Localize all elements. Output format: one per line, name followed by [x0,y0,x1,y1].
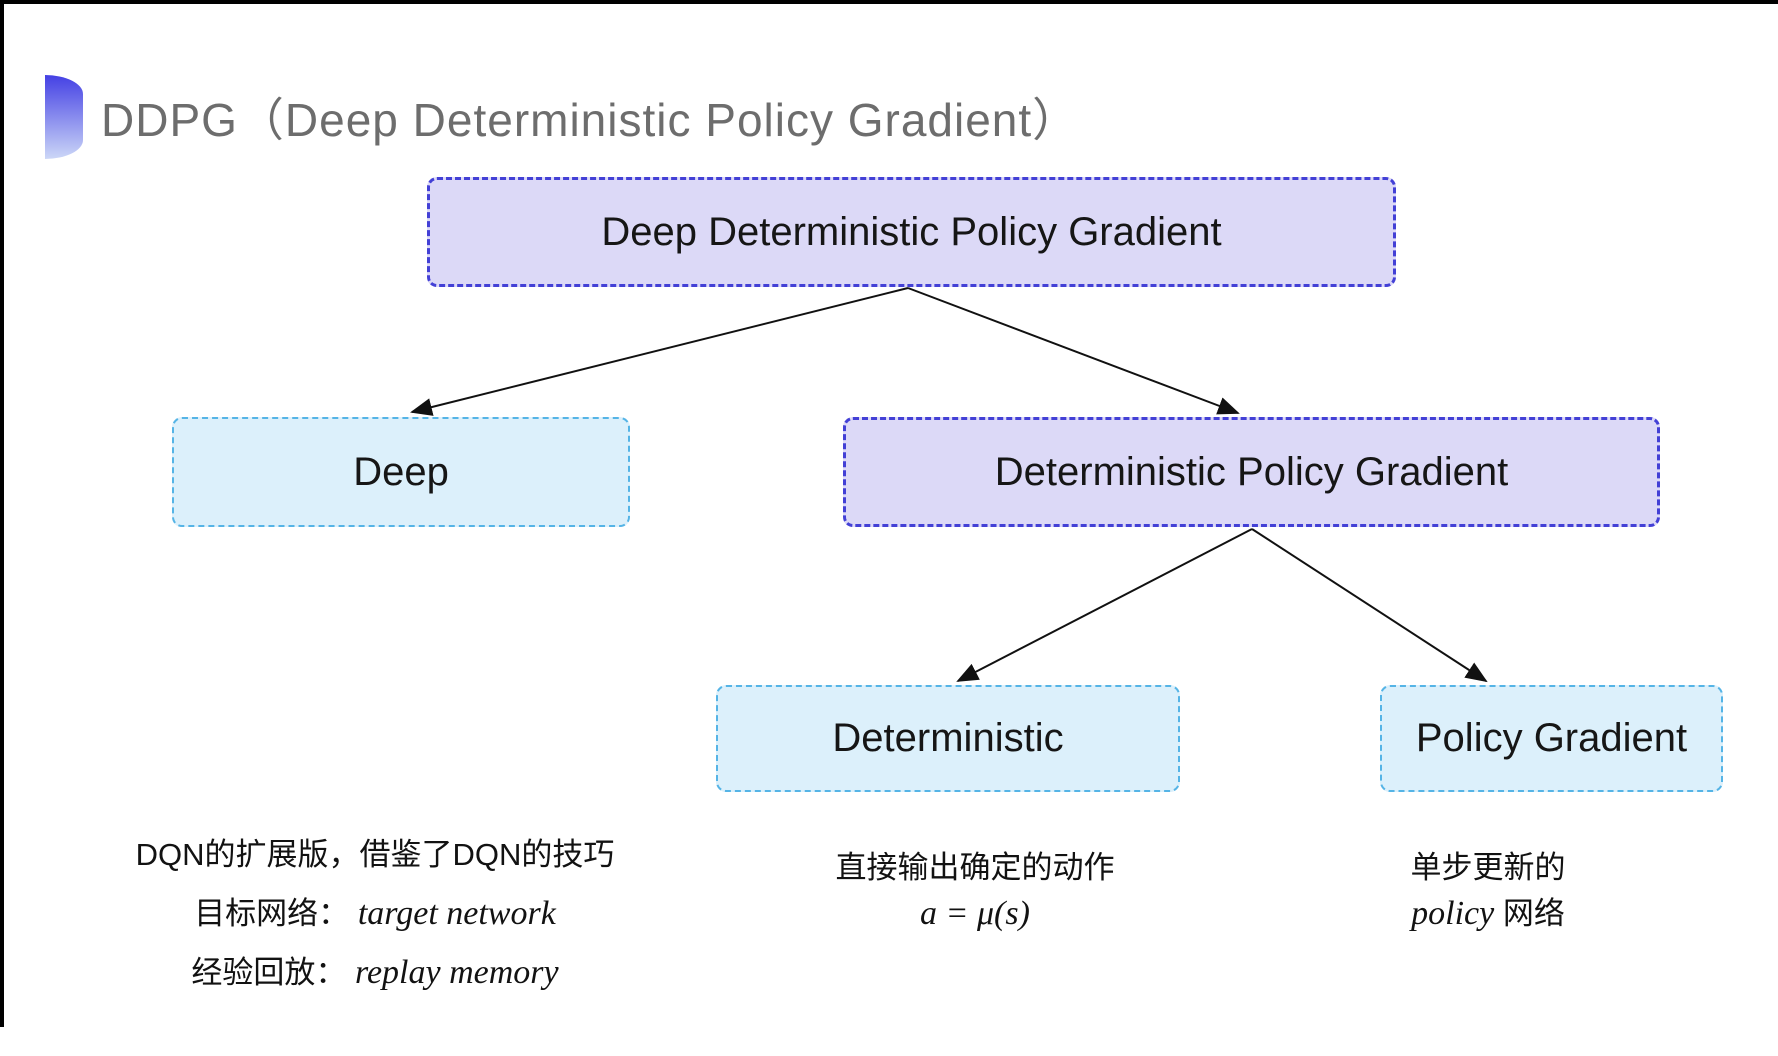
page-title: DDPG（Deep Deterministic Policy Gradient） [101,94,1080,146]
policy-gradient-note: 单步更新的 policy 网络 [1411,845,1566,937]
policy-gradient-note-text-plain: 网络 [1494,896,1565,931]
node-ddpg: Deep Deterministic Policy Gradient [427,177,1396,287]
frame-top-edge [0,0,1778,4]
deep-note-line-2: 目标网络： target network [136,884,615,943]
node-policy-gradient: Policy Gradient [1380,685,1723,792]
arrow-dpg-to-deterministic [956,528,1253,682]
deep-note-text-plain: 目标网络： [194,896,358,931]
node-label-dpg: Deterministic Policy Gradient [994,449,1509,494]
node-deterministic: Deterministic [716,685,1180,792]
deterministic-note-text-math: a = μ(s) [920,895,1030,932]
page-header: DDPG（Deep Deterministic Policy Gradient） [45,75,1079,159]
node-label-deterministic: Deterministic [832,716,1064,760]
deep-note-line-1: DQN的扩展版，借鉴了DQN的技巧 [136,825,615,884]
policy-gradient-note-line-2: policy 网络 [1411,891,1566,937]
policy-gradient-note-text-math: policy [1411,895,1495,932]
deep-note-text-math: target network [357,895,556,932]
arrow-dpg-to-policy-gradient [1251,528,1488,683]
title-bullet-icon [45,75,83,159]
deterministic-note-line-1: 直接输出确定的动作 [836,845,1115,891]
arrow-ddpg-to-dpg [907,287,1240,415]
node-dpg: Deterministic Policy Gradient [843,417,1660,527]
node-label-ddpg: Deep Deterministic Policy Gradient [601,209,1222,254]
frame-left-edge [0,0,4,1027]
deterministic-note-line-2: a = μ(s) [836,891,1115,937]
arrow-ddpg-to-deep [410,287,909,416]
deep-note-text-math: replay memory [355,954,559,991]
node-deep: Deep [172,417,630,527]
deterministic-note-text-plain: 直接输出确定的动作 [835,850,1115,885]
node-label-policy-gradient: Policy Gradient [1415,716,1688,760]
deterministic-note: 直接输出确定的动作 a = μ(s) [836,845,1115,937]
deep-note-text-plain: 经验回放： [191,955,355,990]
node-label-deep: Deep [353,449,449,494]
deep-note-text-plain: DQN的扩展版，借鉴了DQN的技巧 [135,837,615,872]
policy-gradient-note-line-1: 单步更新的 [1411,845,1566,891]
deep-note-line-3: 经验回放： replay memory [136,943,615,1002]
policy-gradient-note-text-plain: 单步更新的 [1410,850,1566,885]
